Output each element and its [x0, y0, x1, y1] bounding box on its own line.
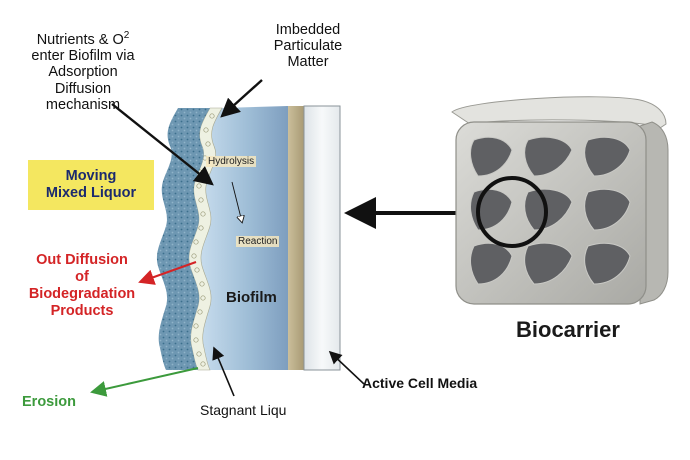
particulate-layer — [286, 106, 304, 370]
active-cell-pointer — [328, 350, 365, 385]
active-cell-media-panel — [303, 105, 341, 371]
nutrients-label: Nutrients & O2 enter Biofilm via Adsorpt… — [8, 30, 158, 113]
imbedded-line-2: Particulate — [273, 38, 343, 55]
out-diffusion-label: Out Diffusion of Biodegradation Products — [8, 252, 156, 320]
out-diffusion-arrow — [138, 261, 197, 285]
outdiff-line-4: Products — [50, 303, 114, 320]
active-cell-media-label: Active Cell Media — [362, 375, 478, 391]
outdiff-line-2: of — [75, 269, 89, 286]
moving-line-2: Mixed Liquor — [45, 185, 137, 201]
nutrients-pointer — [111, 103, 214, 186]
imbedded-line-3: Matter — [287, 54, 329, 71]
nutrients-line-5: mechanism — [45, 96, 121, 113]
imbedded-particulate-label: Imbedded Particulate Matter — [262, 22, 354, 71]
reaction-label: Reaction — [236, 236, 280, 248]
biofilm-label: Biofilm — [226, 289, 277, 306]
biocarrier-label: Biocarrier — [516, 317, 620, 342]
erosion-arrow — [90, 367, 199, 397]
stagnant-pointer — [212, 346, 235, 397]
nutrients-superscript: 2 — [123, 30, 130, 41]
nutrients-line-4: Diffusion — [54, 80, 112, 97]
biocarrier-image — [451, 96, 669, 305]
moving-mixed-liquor-box: Moving Mixed Liquor — [28, 160, 154, 210]
imbedded-line-1: Imbedded — [275, 22, 341, 38]
nutrients-line-1: Nutrients & O — [36, 32, 124, 48]
erosion-label: Erosion — [22, 394, 76, 410]
magnify-circle — [476, 176, 548, 248]
outdiff-line-3: Biodegradation — [28, 286, 136, 303]
hydrolysis-label: Hydrolysis — [206, 156, 257, 168]
stagnant-liquid-label: Stagnant Liqu — [200, 402, 287, 418]
moving-line-1: Moving — [65, 167, 117, 184]
nutrients-line-2: enter Biofilm via — [31, 48, 135, 65]
imbedded-pointer — [220, 79, 263, 118]
nutrients-line-3: Adsorption — [48, 64, 118, 81]
outdiff-line-1: Out Diffusion — [36, 252, 128, 268]
reaction-arrow — [231, 181, 242, 222]
